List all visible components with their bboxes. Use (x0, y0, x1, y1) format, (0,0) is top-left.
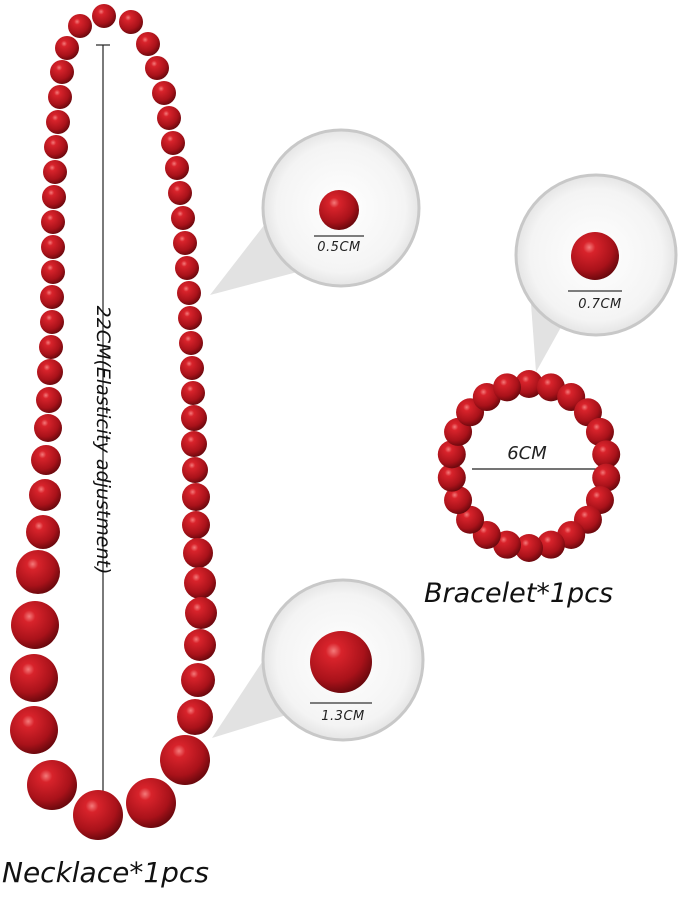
necklace-bead (185, 597, 217, 629)
necklace-bead (179, 331, 203, 355)
necklace-bead (160, 735, 210, 785)
necklace-bead (43, 160, 67, 184)
necklace-bead (161, 131, 185, 155)
necklace-bead (27, 760, 77, 810)
necklace-bead (165, 156, 189, 180)
bracelet-bead (437, 463, 466, 492)
callout-bead-07 (571, 232, 619, 280)
necklace-bead (44, 135, 68, 159)
necklace-bead (31, 445, 61, 475)
callout-beads (310, 190, 622, 704)
necklace-bead (11, 601, 59, 649)
necklace-bead (145, 56, 169, 80)
necklace-bead (152, 81, 176, 105)
necklace-bead (42, 185, 66, 209)
bracelet-bead (515, 370, 543, 398)
necklace-bead (181, 431, 207, 457)
necklace-bead (175, 256, 199, 280)
necklace-bead (39, 335, 63, 359)
necklace-caption: Necklace*1pcs (2, 856, 209, 889)
necklace-bead (173, 231, 197, 255)
necklace-bead (177, 281, 201, 305)
bracelet-bead (536, 530, 565, 559)
bracelet-bead (493, 373, 522, 402)
necklace-bead (157, 106, 181, 130)
callout-bead-05 (319, 190, 359, 230)
necklace-bead (46, 110, 70, 134)
bracelet-bead (437, 440, 466, 469)
bracelet (437, 370, 621, 562)
necklace-bead (40, 310, 64, 334)
necklace-bead (41, 235, 65, 259)
bracelet-caption: Bracelet*1pcs (424, 578, 614, 609)
necklace-bead (29, 479, 61, 511)
necklace-bead (55, 36, 79, 60)
bracelet-diameter-label: 6CM (507, 443, 547, 464)
callout-bead-13 (310, 631, 372, 693)
necklace-bead (92, 4, 116, 28)
necklace-bead (16, 550, 60, 594)
necklace-bead (48, 85, 72, 109)
necklace-bead (168, 181, 192, 205)
necklace-bead (119, 10, 143, 34)
necklace-bead (10, 654, 58, 702)
necklace-bead (183, 538, 213, 568)
bead-size-label-large: 1.3CM (321, 709, 365, 724)
necklace-bead (184, 629, 216, 661)
necklace-bead (181, 381, 205, 405)
bracelet-bead (444, 486, 473, 515)
necklace-bead (10, 706, 58, 754)
necklace-bead (73, 790, 123, 840)
necklace-bead (171, 206, 195, 230)
necklace-bead (178, 306, 202, 330)
necklace-bead (177, 699, 213, 735)
necklace (10, 4, 217, 840)
necklace-bead (41, 210, 65, 234)
necklace-bead (50, 60, 74, 84)
necklace-bead (181, 663, 215, 697)
necklace-length-label: 22CM(Elasticity adjustment) (92, 305, 114, 575)
necklace-bead (34, 414, 62, 442)
necklace-bead (182, 483, 210, 511)
necklace-bead (182, 457, 208, 483)
necklace-bead (136, 32, 160, 56)
bead-size-label-bracelet: 0.7CM (578, 297, 622, 312)
necklace-bead (182, 511, 210, 539)
necklace-bead (41, 260, 65, 284)
bracelet-bead (592, 463, 621, 492)
necklace-bead (184, 567, 216, 599)
necklace-bead (180, 356, 204, 380)
necklace-bead (40, 285, 64, 309)
necklace-bead (68, 14, 92, 38)
bracelet-bead (585, 417, 614, 446)
necklace-bead (37, 359, 63, 385)
bracelet-bead (515, 534, 543, 562)
bracelet-bead (592, 440, 621, 469)
necklace-bead (26, 515, 60, 549)
necklace-bead (36, 387, 62, 413)
necklace-bead (126, 778, 176, 828)
bead-size-label-small: 0.5CM (317, 240, 361, 255)
necklace-bead (181, 405, 207, 431)
